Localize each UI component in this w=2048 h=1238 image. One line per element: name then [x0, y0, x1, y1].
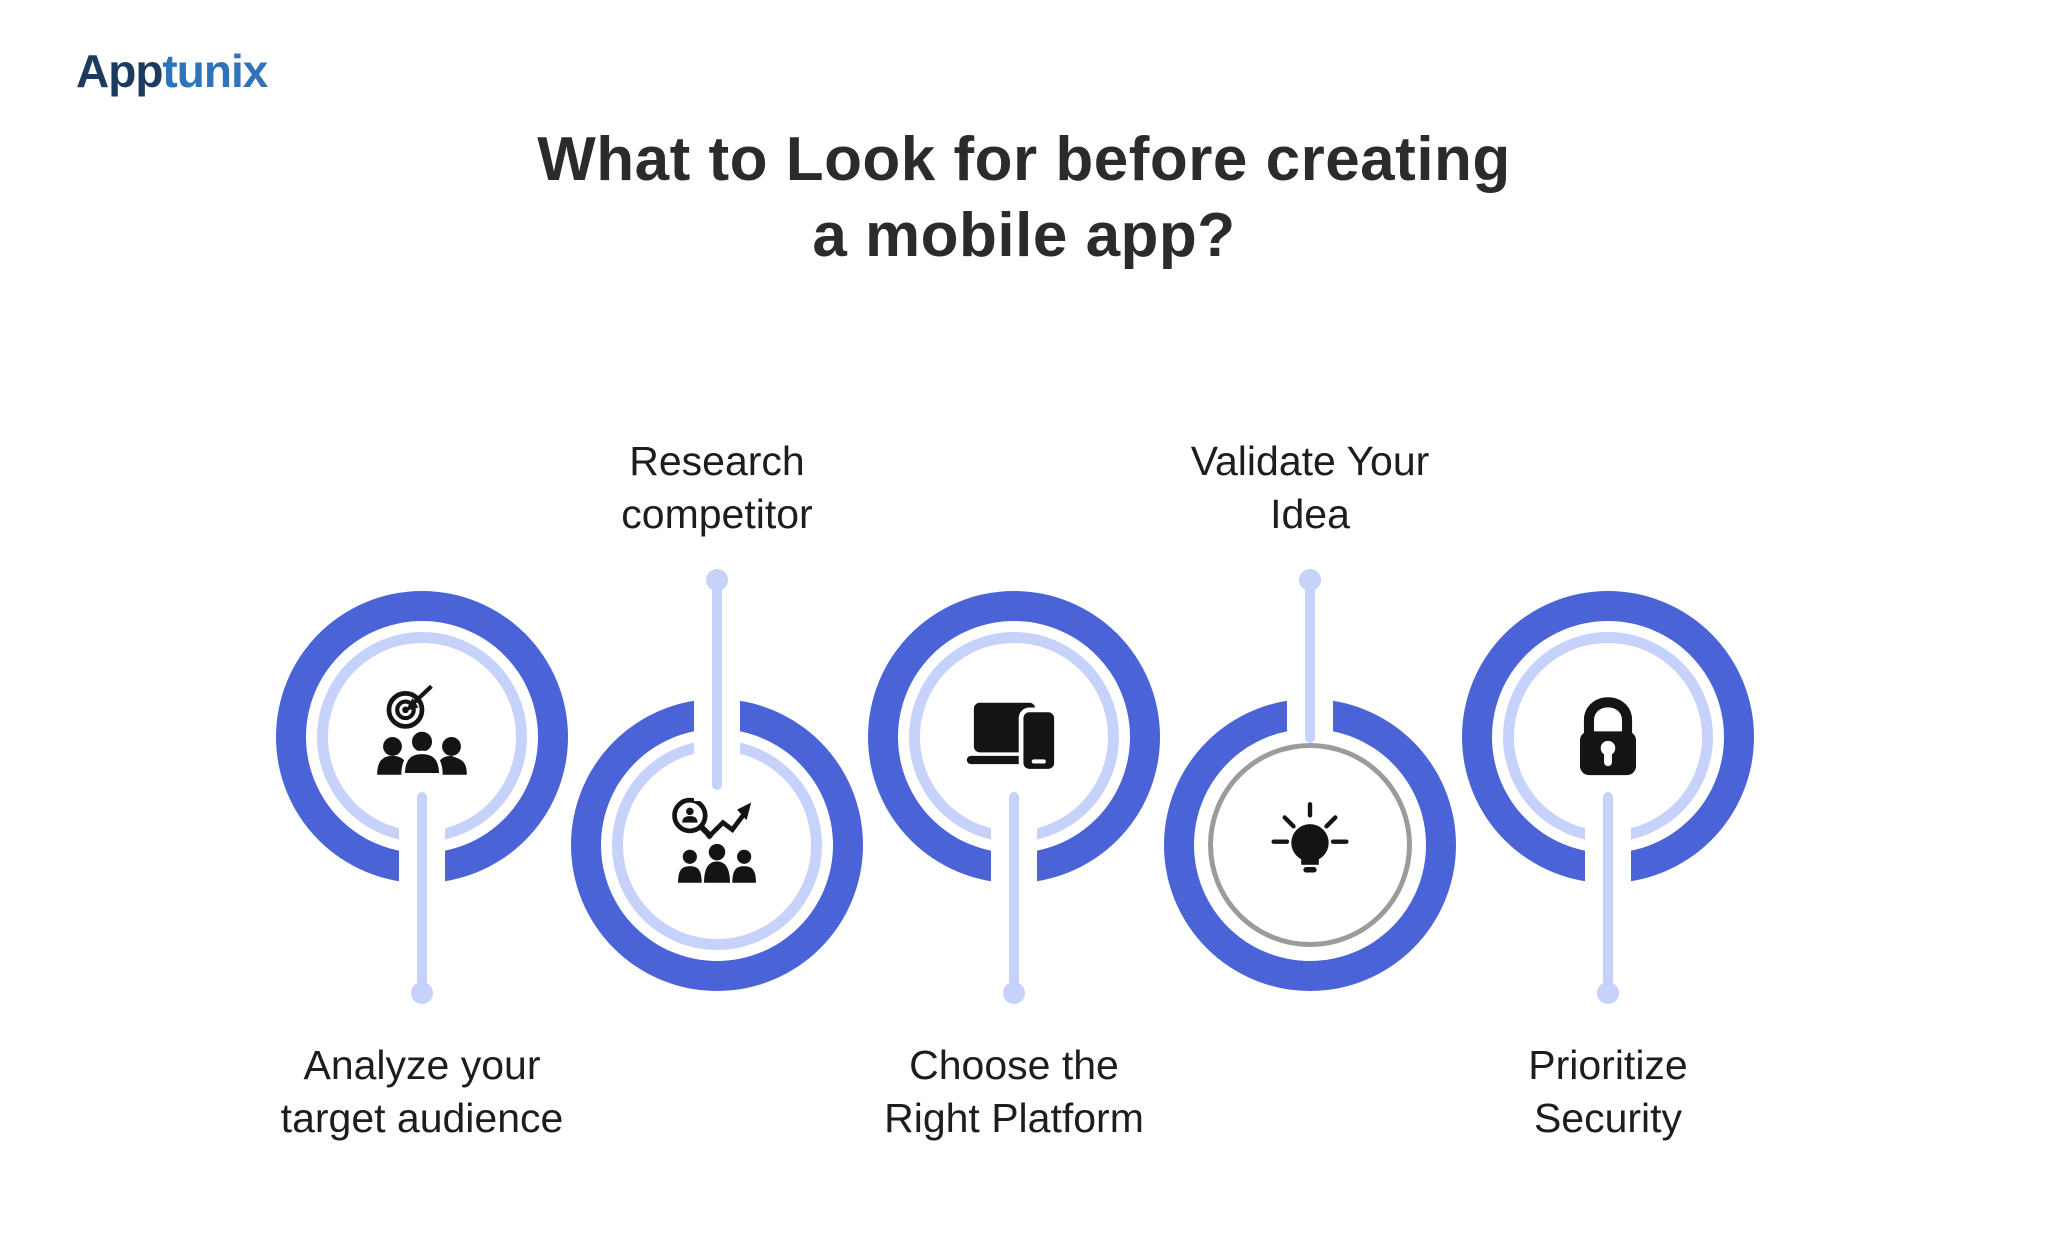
padlock-icon	[1580, 697, 1636, 776]
connector-dot	[411, 982, 433, 1004]
step-label-analyze-audience: Analyze your target audience	[202, 1039, 642, 1145]
label-line1: Research	[629, 438, 805, 484]
label-line2: target audience	[280, 1095, 564, 1141]
logo-text-dark: App	[76, 45, 163, 97]
step-label-choose-platform: Choose the Right Platform	[794, 1039, 1234, 1145]
target-audience-icon	[377, 684, 467, 777]
step-label-prioritize-security: Prioritize Security	[1388, 1039, 1828, 1145]
connector-line	[712, 580, 722, 790]
step-analyze-audience-ring	[276, 591, 568, 883]
label-line1: Choose the	[909, 1042, 1119, 1088]
competitor-research-icon	[672, 797, 756, 883]
title-line2: a mobile app?	[812, 201, 1236, 270]
connector-dot	[1003, 982, 1025, 1004]
step-label-validate-idea: Validate Your Idea	[1090, 435, 1530, 541]
label-line2: Security	[1533, 1095, 1683, 1141]
connector-dot	[1299, 569, 1321, 591]
connector-line	[1603, 792, 1613, 993]
step-validate-idea-ring	[1164, 699, 1456, 991]
connector-line	[1009, 792, 1019, 993]
page-title: What to Look for before creating a mobil…	[0, 122, 2048, 274]
label-line1: Prioritize	[1528, 1042, 1688, 1088]
icon-disc-gray	[1208, 743, 1412, 947]
apptunix-logo: Apptunix	[76, 44, 268, 98]
label-line1: Validate Your	[1190, 438, 1430, 484]
label-line2: Right Platform	[884, 1095, 1144, 1141]
label-line1: Analyze your	[303, 1042, 541, 1088]
label-line2: competitor	[621, 491, 813, 537]
logo-text-accent: tunix	[162, 45, 268, 97]
connector-line	[1305, 580, 1315, 743]
connector-line	[417, 792, 427, 993]
connector-dot	[1597, 982, 1619, 1004]
devices-icon	[966, 702, 1059, 774]
title-line1: What to Look for before creating	[537, 125, 1511, 194]
step-label-research-competitor: Research competitor	[497, 435, 937, 541]
connector-dot	[706, 569, 728, 591]
lightbulb-icon	[1271, 802, 1349, 873]
label-line2: Idea	[1270, 491, 1350, 537]
icon-disc	[1514, 643, 1702, 831]
